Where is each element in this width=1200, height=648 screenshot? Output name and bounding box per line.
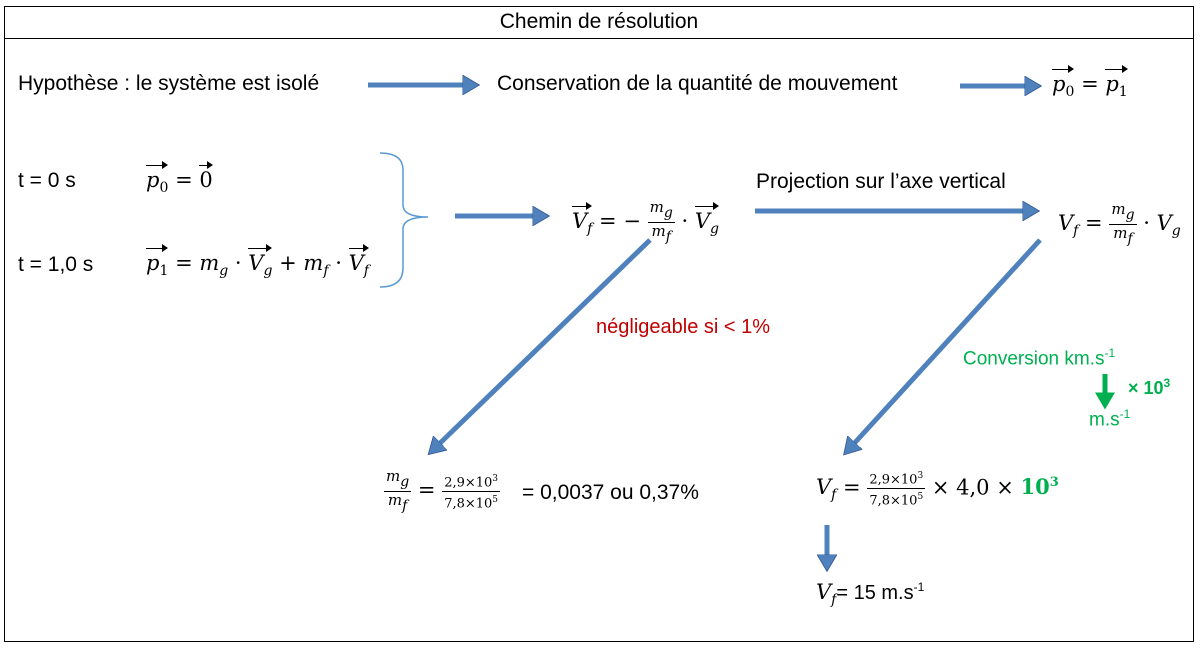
- power-base: 10: [1020, 474, 1050, 500]
- projection-label: Projection sur l’axe vertical: [756, 170, 1006, 193]
- vector-vf: Vf: [348, 244, 370, 279]
- vector-vf: Vf: [572, 202, 593, 237]
- vg-symbol: Vg: [1156, 211, 1181, 239]
- curly-brace: [379, 152, 429, 288]
- ratio-denominator: 7,8×10: [869, 493, 918, 509]
- vector-p0: p0: [146, 161, 169, 196]
- equal-sign: =: [417, 478, 436, 502]
- vector-vg: Vg: [694, 202, 720, 237]
- ratio-denominator: 7,8×10: [444, 496, 493, 512]
- vector-p0: p0: [1052, 65, 1075, 100]
- power-of-ten: 103: [1021, 474, 1059, 499]
- conversion-unit: m.s-1: [1089, 407, 1130, 431]
- vf-final-result: Vf= 15 m.s-1: [816, 580, 924, 608]
- ratio-numerator-exponent: 3: [492, 473, 499, 484]
- numeric-ratio-fraction: 2,9×103 7,8×105: [442, 471, 501, 513]
- vector-zero: 0: [199, 161, 214, 192]
- ratio-value: = 0,0037 ou 0,37%: [522, 481, 699, 504]
- plus-sign: +: [279, 251, 304, 275]
- final-exponent: -1: [913, 580, 925, 594]
- momentum-equality: p0 = p1: [1052, 65, 1129, 100]
- conversion-exponent: -1: [1104, 346, 1116, 360]
- mass-rocket: mf: [303, 251, 329, 279]
- vf-symbol: Vf: [816, 580, 837, 608]
- dot-operator: ·: [234, 251, 242, 275]
- dot-operator: ·: [1143, 211, 1150, 235]
- t0-equal: =: [175, 168, 200, 192]
- conversion-text: Conversion km.s: [963, 348, 1105, 370]
- ratio-denominator-exponent: 5: [917, 492, 924, 503]
- factor-text: × 10: [1128, 378, 1164, 398]
- hypothesis-text: Hypothèse : le système est isolé: [18, 72, 320, 95]
- vf-symbol: Vf: [1058, 211, 1079, 239]
- ratio-numerator-exponent: 3: [917, 471, 924, 481]
- vf-calculation: Vf = 2,9×103 7,8×105 × 4,0 × 103: [816, 468, 1059, 510]
- power-exponent: 3: [1049, 475, 1059, 491]
- negligible-note: négligeable si < 1%: [596, 316, 771, 338]
- numeric-ratio-fraction: 2,9×103 7,8×105: [867, 468, 926, 510]
- equal-sign: =: [843, 475, 861, 500]
- dot-operator: ·: [335, 251, 342, 275]
- diagram-frame: Chemin de résolution: [4, 6, 1194, 642]
- equality-sign: =: [1081, 72, 1106, 96]
- unit-text: m.s: [1089, 409, 1120, 431]
- factor-exponent: 3: [1163, 376, 1171, 390]
- mass-gas: mg: [199, 251, 229, 279]
- t0-label: t = 0 s: [18, 169, 76, 192]
- t1-label: t = 1,0 s: [18, 253, 94, 276]
- momentum-t0: p0 = 0: [146, 161, 214, 196]
- arrow-vf-to-ratio: [435, 238, 652, 448]
- ratio-numerator: 2,9×10: [869, 472, 918, 488]
- vf-symbol: Vf: [816, 475, 837, 504]
- momentum-t1: p1 = mg · Vg + mf · Vf: [146, 244, 370, 279]
- vector-p1: p1: [1105, 65, 1129, 100]
- conservation-text: Conservation de la quantité de mouvement: [497, 72, 898, 95]
- multiplication-text: × 4,0 ×: [931, 475, 1014, 500]
- vector-p1: p1: [146, 244, 169, 279]
- final-value: = 15 m.s: [836, 582, 914, 604]
- equal-sign: =: [1085, 211, 1103, 235]
- diagram-title: Chemin de résolution: [5, 7, 1193, 39]
- t1-equal: =: [175, 251, 200, 275]
- arrow-vf-scalar-to-calc: [850, 238, 1042, 448]
- conversion-factor: × 103: [1128, 376, 1170, 399]
- unit-exponent: -1: [1119, 407, 1131, 421]
- equals-minus: = −: [599, 209, 641, 233]
- ratio-denominator-exponent: 5: [492, 495, 499, 505]
- vector-vg: Vg: [248, 244, 273, 279]
- dot-operator: ·: [681, 209, 689, 233]
- ratio-numerator: 2,9×10: [444, 475, 493, 490]
- conversion-note: Conversion km.s-1: [963, 346, 1115, 370]
